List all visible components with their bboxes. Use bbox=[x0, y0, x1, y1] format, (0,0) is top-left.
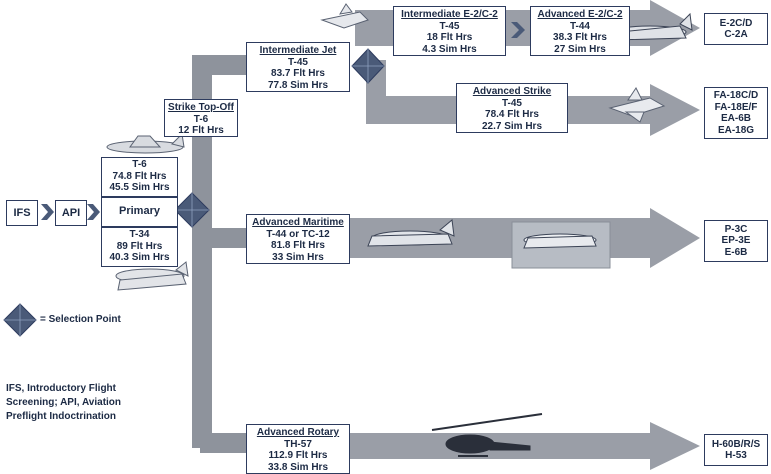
strike-topoff-title: Strike Top-Off bbox=[165, 102, 237, 114]
primary-t34-flt: 89 Flt Hrs bbox=[102, 241, 177, 253]
footnote-line-3: Preflight Indoctrination bbox=[6, 410, 121, 424]
primary-t6-box: T-6 74.8 Flt Hrs 45.5 Sim Hrs bbox=[101, 157, 178, 197]
strike-topoff-box: Strike Top-Off T-6 12 Flt Hrs bbox=[164, 99, 238, 137]
primary-t6-flt: 74.8 Flt Hrs bbox=[102, 171, 177, 183]
api-label: API bbox=[62, 207, 80, 219]
intermediate-e2c2-aircraft: T-45 bbox=[394, 21, 505, 33]
dest-maritime-3: E-6B bbox=[705, 247, 767, 259]
advanced-e2c2-aircraft: T-44 bbox=[531, 21, 629, 33]
advanced-rotary-flt: 112.9 Flt Hrs bbox=[247, 450, 349, 462]
dest-rotary-1: H-60B/R/S bbox=[705, 439, 767, 451]
advanced-e2c2-sim: 27 Sim Hrs bbox=[531, 44, 629, 56]
footnote-line-1: IFS, Introductory Flight bbox=[6, 382, 121, 396]
primary-t6-aircraft: T-6 bbox=[102, 159, 177, 171]
branch-rotary-stub bbox=[200, 433, 252, 453]
advanced-e2c2-title: Advanced E-2/C-2 bbox=[531, 9, 629, 21]
dest-strike-1: FA-18C/D bbox=[705, 90, 767, 102]
intermediate-jet-sim: 77.8 Sim Hrs bbox=[247, 80, 349, 92]
intermediate-e2c2-title: Intermediate E-2/C-2 bbox=[394, 9, 505, 21]
dest-maritime-box: P-3C EP-3E E-6B bbox=[704, 220, 768, 262]
advanced-maritime-sim: 33 Sim Hrs bbox=[247, 252, 349, 264]
api-box: API bbox=[55, 200, 87, 226]
dest-rotary-2: H-53 bbox=[705, 450, 767, 462]
advanced-strike-sim: 22.7 Sim Hrs bbox=[457, 121, 567, 133]
ifs-label: IFS bbox=[13, 207, 30, 219]
dest-e2c2-box: E-2C/D C-2A bbox=[704, 13, 768, 45]
footnote: IFS, Introductory Flight Screening; API,… bbox=[6, 382, 121, 424]
advanced-maritime-box: Advanced Maritime T-44 or TC-12 81.8 Flt… bbox=[246, 214, 350, 264]
advanced-maritime-flt: 81.8 Flt Hrs bbox=[247, 240, 349, 252]
advanced-e2c2-flt: 38.3 Flt Hrs bbox=[531, 32, 629, 44]
intermediate-jet-title: Intermediate Jet bbox=[247, 45, 349, 57]
tc12-photo-image bbox=[512, 222, 610, 268]
advanced-maritime-aircraft: T-44 or TC-12 bbox=[247, 229, 349, 241]
branch-jet bbox=[192, 55, 252, 75]
primary-t6-sim: 45.5 Sim Hrs bbox=[102, 182, 177, 194]
dest-strike-2: FA-18E/F bbox=[705, 102, 767, 114]
advanced-strike-flt: 78.4 Flt Hrs bbox=[457, 109, 567, 121]
intermediate-e2c2-box: Intermediate E-2/C-2 T-45 18 Flt Hrs 4.3… bbox=[393, 6, 506, 56]
branch-maritime-stub bbox=[200, 228, 252, 248]
dest-strike-3: EA-6B bbox=[705, 113, 767, 125]
selection-point-legend: = Selection Point bbox=[40, 313, 121, 327]
intermediate-jet-aircraft: T-45 bbox=[247, 57, 349, 69]
api-primary-chevron bbox=[87, 204, 100, 220]
intermediate-e2c2-flt: 18 Flt Hrs bbox=[394, 32, 505, 44]
advanced-strike-aircraft: T-45 bbox=[457, 98, 567, 110]
dest-strike-4: EA-18G bbox=[705, 125, 767, 137]
footnote-line-2: Screening; API, Aviation bbox=[6, 396, 121, 410]
dest-strike-box: FA-18C/D FA-18E/F EA-6B EA-18G bbox=[704, 87, 768, 139]
intermediate-jet-flt: 83.7 Flt Hrs bbox=[247, 68, 349, 80]
primary-t34-sim: 40.3 Sim Hrs bbox=[102, 252, 177, 264]
strike-topoff-aircraft: T-6 bbox=[165, 114, 237, 126]
dest-maritime-1: P-3C bbox=[705, 224, 767, 236]
selection-point-label: = Selection Point bbox=[40, 314, 121, 325]
advanced-rotary-aircraft: TH-57 bbox=[247, 439, 349, 451]
advanced-strike-box: Advanced Strike T-45 78.4 Flt Hrs 22.7 S… bbox=[456, 83, 568, 133]
advanced-rotary-title: Advanced Rotary bbox=[247, 427, 349, 439]
intermediate-e2c2-sim: 4.3 Sim Hrs bbox=[394, 44, 505, 56]
primary-box: Primary bbox=[101, 197, 178, 227]
dest-rotary-box: H-60B/R/S H-53 bbox=[704, 434, 768, 466]
primary-t34-aircraft: T-34 bbox=[102, 229, 177, 241]
advanced-e2c2-box: Advanced E-2/C-2 T-44 38.3 Flt Hrs 27 Si… bbox=[530, 6, 630, 56]
dest-e2c2-1: E-2C/D bbox=[705, 18, 767, 30]
selection-diamond-legend bbox=[4, 304, 36, 336]
strike-topoff-flt: 12 Flt Hrs bbox=[165, 125, 237, 137]
ifs-api-chevron bbox=[41, 204, 54, 220]
intermediate-jet-box: Intermediate Jet T-45 83.7 Flt Hrs 77.8 … bbox=[246, 42, 350, 92]
advanced-rotary-sim: 33.8 Sim Hrs bbox=[247, 462, 349, 474]
advanced-maritime-title: Advanced Maritime bbox=[247, 217, 349, 229]
dest-e2c2-2: C-2A bbox=[705, 29, 767, 41]
primary-t34-box: T-34 89 Flt Hrs 40.3 Sim Hrs bbox=[101, 227, 178, 267]
ifs-box: IFS bbox=[6, 200, 38, 226]
primary-label: Primary bbox=[119, 206, 160, 218]
advanced-strike-title: Advanced Strike bbox=[457, 86, 567, 98]
dest-maritime-2: EP-3E bbox=[705, 235, 767, 247]
advanced-rotary-box: Advanced Rotary TH-57 112.9 Flt Hrs 33.8… bbox=[246, 424, 350, 474]
